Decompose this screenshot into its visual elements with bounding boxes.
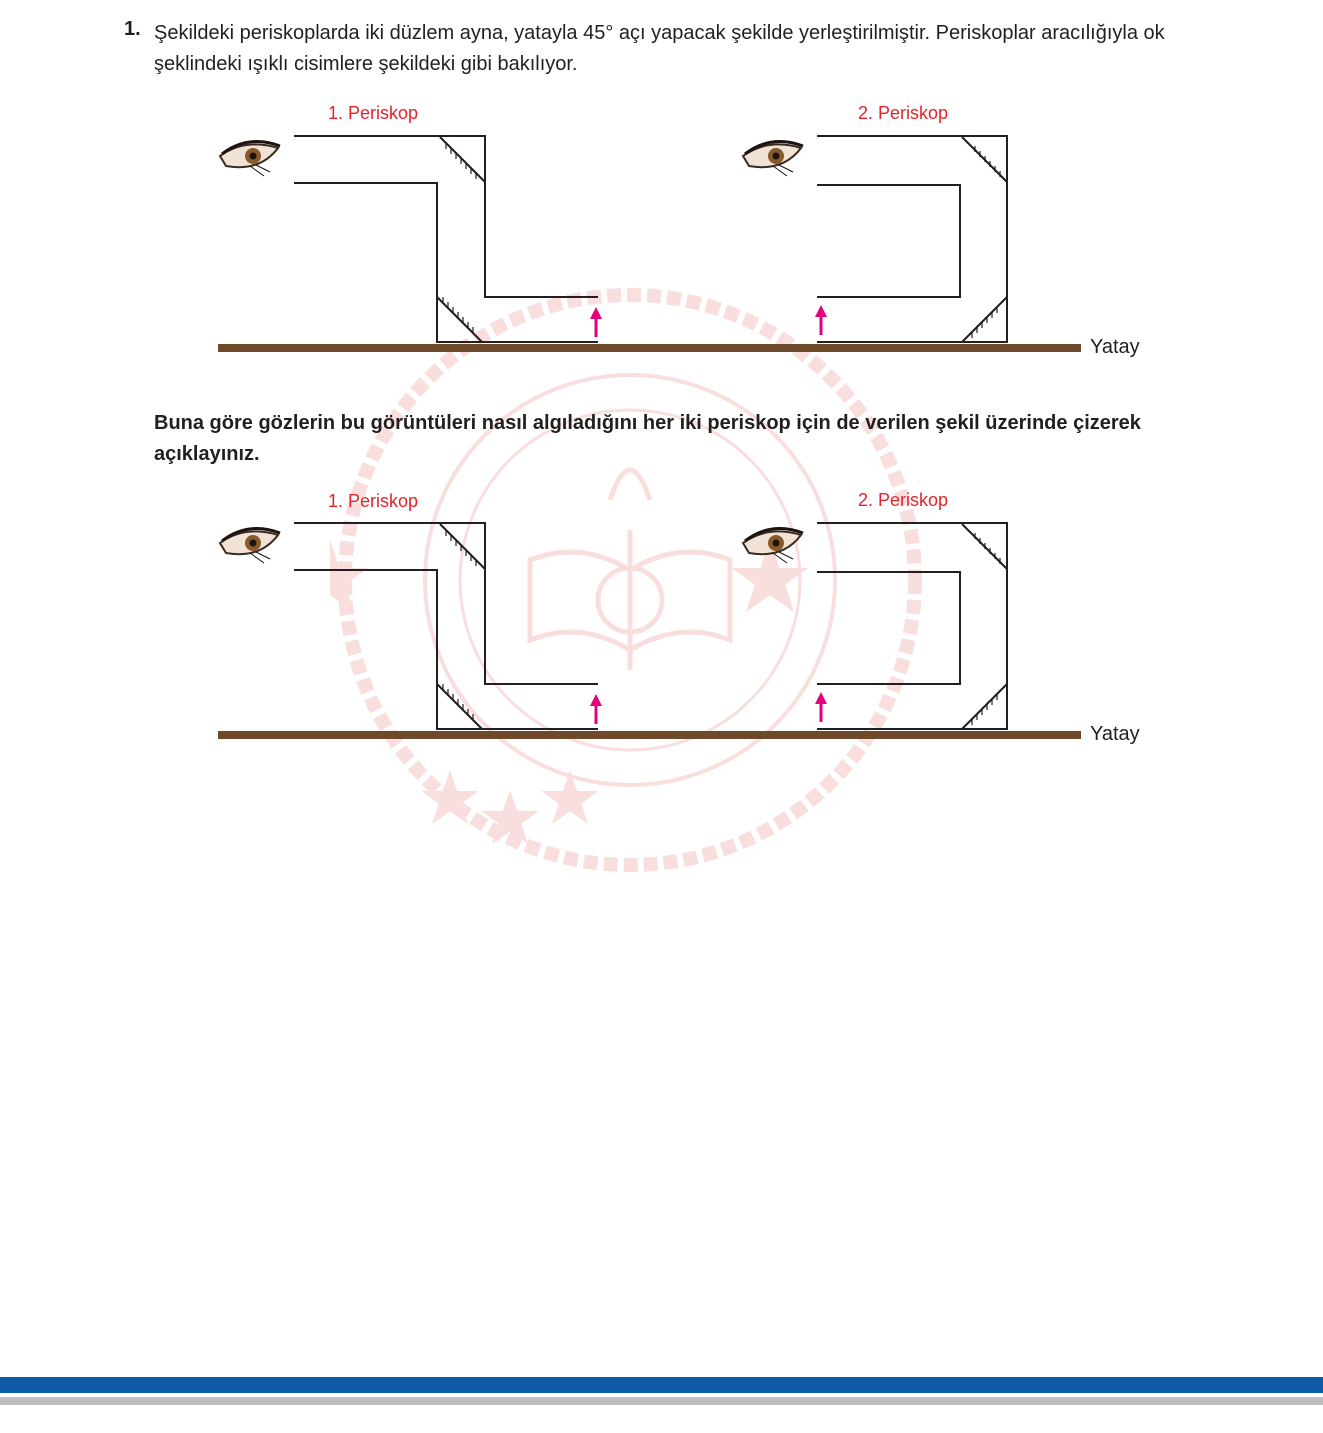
periscope-2-bottom-mirror	[961, 296, 1008, 343]
periscope-2-bottom-mirror	[961, 683, 1008, 730]
periscope-1-bottom-mirror	[436, 296, 483, 343]
arrow-up-icon	[590, 307, 602, 337]
periscope-2-top-mirror	[961, 523, 1008, 570]
periscope-1-top-mirror	[439, 136, 486, 183]
arrow-up-icon	[590, 694, 602, 724]
periscope-2-body	[817, 522, 1008, 730]
ground-label: Yatay	[1090, 723, 1140, 745]
arrow-up-icon	[815, 305, 827, 335]
eye-icon	[218, 140, 281, 177]
periscope-2-label: 2. Periskop	[858, 103, 949, 123]
periscope-2-label: 2. Periskop	[858, 490, 949, 510]
periscope-2-top-mirror	[961, 136, 1008, 183]
periscope-figure-top: 1. Periskop 2. Periskop Yatay	[0, 95, 1323, 365]
footer-band-gray	[0, 1397, 1323, 1405]
periscope-1-body	[294, 522, 598, 730]
periscope-1-top-mirror	[439, 523, 486, 570]
footer-band-blue	[0, 1377, 1323, 1393]
periscope-diagram	[218, 522, 1081, 739]
ground-line	[218, 344, 1081, 352]
question-number: 1.	[124, 18, 141, 40]
periscope-diagram	[218, 135, 1081, 352]
eye-icon	[741, 527, 804, 564]
ground-label: Yatay	[1090, 336, 1140, 358]
periscope-1-bottom-mirror	[436, 683, 483, 730]
ground-line	[218, 731, 1081, 739]
periscope-1-body	[294, 135, 598, 343]
question-instruction: Buna göre gözlerin bu görüntüleri nasıl …	[154, 412, 1141, 465]
periscope-figure-bottom: 1. Periskop 2. Periskop Yatay	[0, 482, 1323, 752]
arrow-up-icon	[815, 692, 827, 722]
question-text: Şekildeki periskoplarda iki düzlem ayna,…	[154, 22, 1165, 75]
eye-icon	[741, 140, 804, 177]
eye-icon	[218, 527, 281, 564]
periscope-1-label: 1. Periskop	[328, 491, 419, 511]
periscope-2-body	[817, 135, 1008, 343]
periscope-1-label: 1. Periskop	[328, 103, 419, 123]
